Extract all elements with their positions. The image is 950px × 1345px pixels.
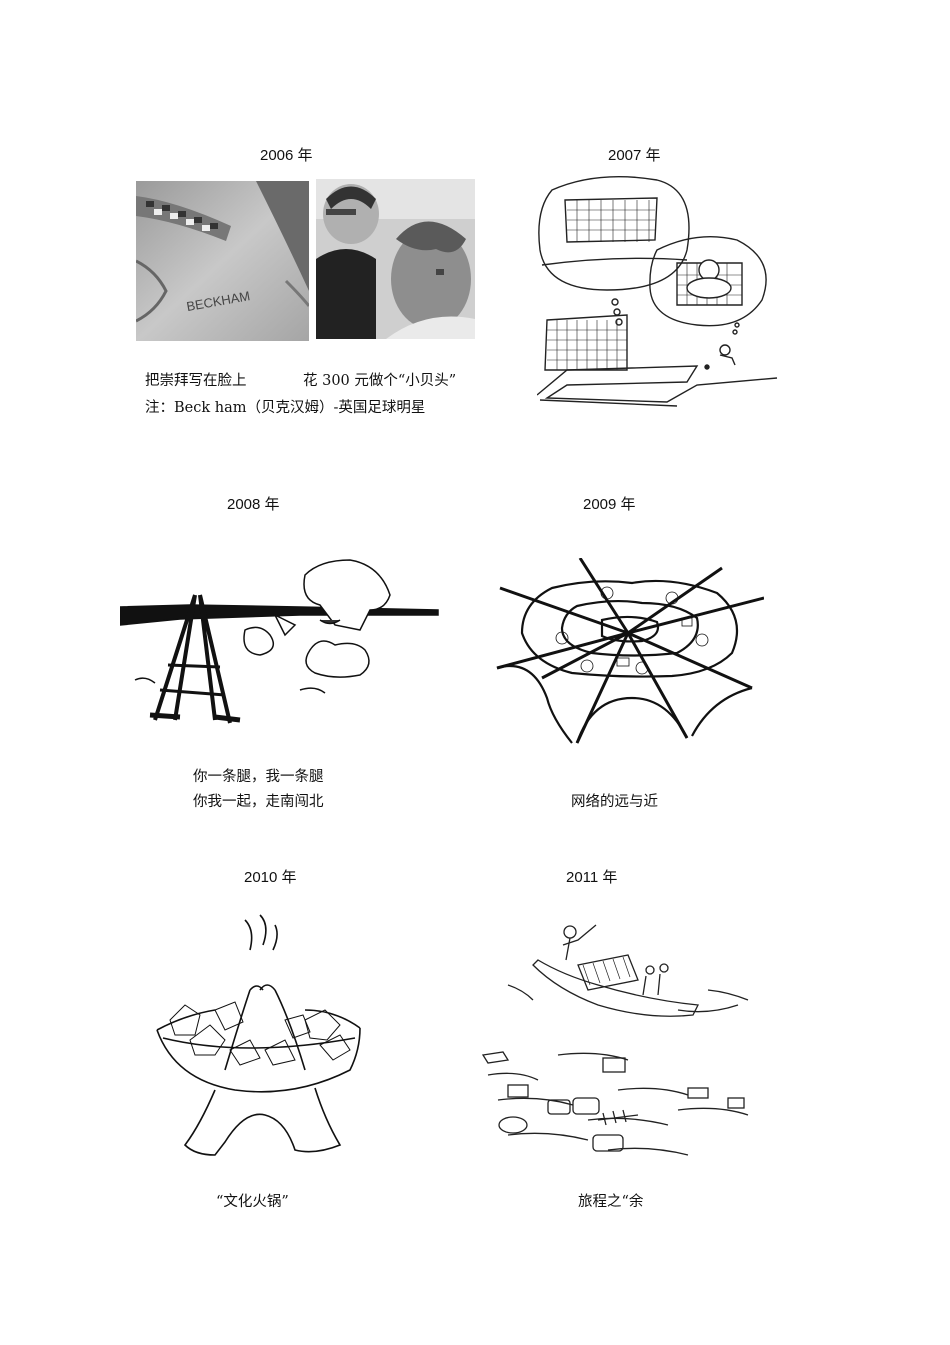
haircut-photo [316,179,475,339]
year-label-2006: 2006 年 [260,147,313,164]
year-label-2008: 2008 年 [227,496,280,513]
year-label-2009: 2009 年 [583,496,636,513]
caption-2010: “文化火锅” [216,1194,289,1210]
caption-2006-note: 注：Beck ham（贝克汉姆）-英国足球明星 [145,400,426,416]
year-label-2007: 2007 年 [608,147,661,164]
crutches-cartoon [120,555,440,730]
caption-2008-line2: 你我一起，走南闯北 [193,794,324,810]
caption-2011: 旅程之“余 [578,1194,644,1210]
caption-2006-right: 花 300 元做个“小贝头” [303,373,457,389]
spider-web-network-cartoon [492,558,764,748]
football-goal-cartoon [537,170,787,410]
year-label-2010: 2010 年 [244,869,297,886]
caption-2006-left: 把崇拜写在脸上 [145,373,247,389]
caption-2009: 网络的远与近 [571,794,658,810]
culture-hotpot-cartoon [155,910,365,1165]
caption-2008-line1: 你一条腿，我一条腿 [193,769,324,785]
face-paint-photo: BECKHAM [136,181,309,341]
year-label-2011: 2011 年 [566,869,618,886]
boat-litter-cartoon [478,920,763,1170]
